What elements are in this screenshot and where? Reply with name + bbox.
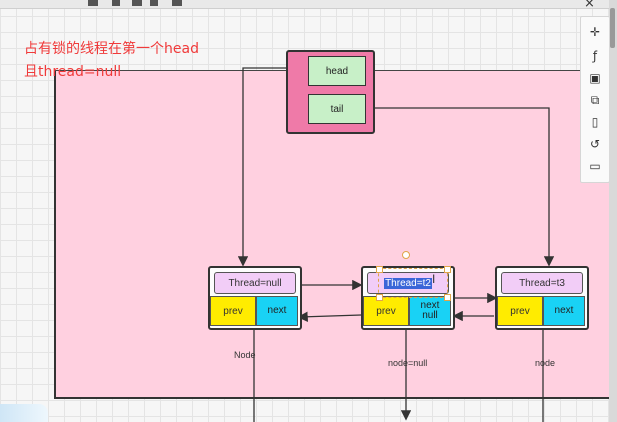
selection-outline: [378, 268, 448, 298]
scrollbar-thumb[interactable]: [610, 8, 615, 48]
app-toolbar: [0, 0, 617, 9]
rotate-handle[interactable]: [402, 251, 410, 259]
document-icon[interactable]: ▯: [591, 115, 599, 129]
node2-prev-line: [297, 311, 362, 322]
selected-text[interactable]: Thread=t2: [384, 277, 432, 289]
resize-handle[interactable]: [376, 294, 383, 301]
toolbar-tool-icon[interactable]: [112, 0, 120, 6]
crosshair-icon[interactable]: ✛: [589, 25, 601, 39]
comment-icon[interactable]: ▭: [589, 159, 601, 173]
head-tail-container[interactable]: head tail: [286, 50, 375, 134]
thread-field[interactable]: Thread=t3: [501, 272, 583, 294]
toolbar-tool-icon[interactable]: [88, 0, 98, 6]
resize-handle[interactable]: [376, 266, 383, 273]
tail-pointer-box[interactable]: tail: [308, 94, 366, 124]
head-to-first-node-line: [237, 67, 306, 267]
toolbar-tool-icon[interactable]: [150, 0, 158, 6]
thread-field[interactable]: Thread=t2: [367, 272, 449, 294]
next-field[interactable]: next: [543, 296, 585, 326]
toolbar-tool-icon[interactable]: [172, 0, 182, 6]
prev-field[interactable]: prev: [363, 296, 409, 326]
node-3-caption: node: [535, 358, 556, 368]
status-badge: [0, 404, 48, 422]
next-label: next: [420, 300, 440, 311]
picture-icon[interactable]: ▣: [589, 71, 601, 85]
next-field[interactable]: next: [256, 296, 298, 326]
toolbar-tool-icon[interactable]: [132, 0, 142, 6]
resize-handle[interactable]: [444, 294, 451, 301]
node-2-caption: node=null: [388, 358, 428, 368]
vertical-scrollbar[interactable]: [609, 0, 617, 422]
prev-field[interactable]: prev: [210, 296, 256, 326]
annotation-line-1: 占有锁的线程在第一个head: [24, 41, 199, 57]
next-null-label: null: [422, 310, 438, 321]
thread-field[interactable]: Thread=null: [214, 272, 296, 294]
resize-handle[interactable]: [444, 266, 451, 273]
text-cursor-icon: I: [432, 272, 436, 286]
annotation-line-2: 且thread=null: [24, 64, 122, 80]
copy-icon[interactable]: ⧉: [590, 93, 600, 107]
node-1-caption: Node: [234, 350, 256, 360]
side-toolbar: ✛ ƒ ▣ ⧉ ▯ ↺ ▭: [580, 16, 610, 183]
close-icon[interactable]: ×: [584, 0, 595, 11]
prev-field[interactable]: prev: [497, 296, 543, 326]
head-pointer-box[interactable]: head: [308, 56, 366, 86]
history-icon[interactable]: ↺: [589, 137, 601, 151]
queue-node-1[interactable]: Thread=null prev next: [208, 266, 302, 330]
formula-icon[interactable]: ƒ: [592, 49, 598, 63]
queue-node-3[interactable]: Thread=t3 prev next: [495, 266, 589, 330]
tail-to-last-node-line: [364, 107, 555, 267]
